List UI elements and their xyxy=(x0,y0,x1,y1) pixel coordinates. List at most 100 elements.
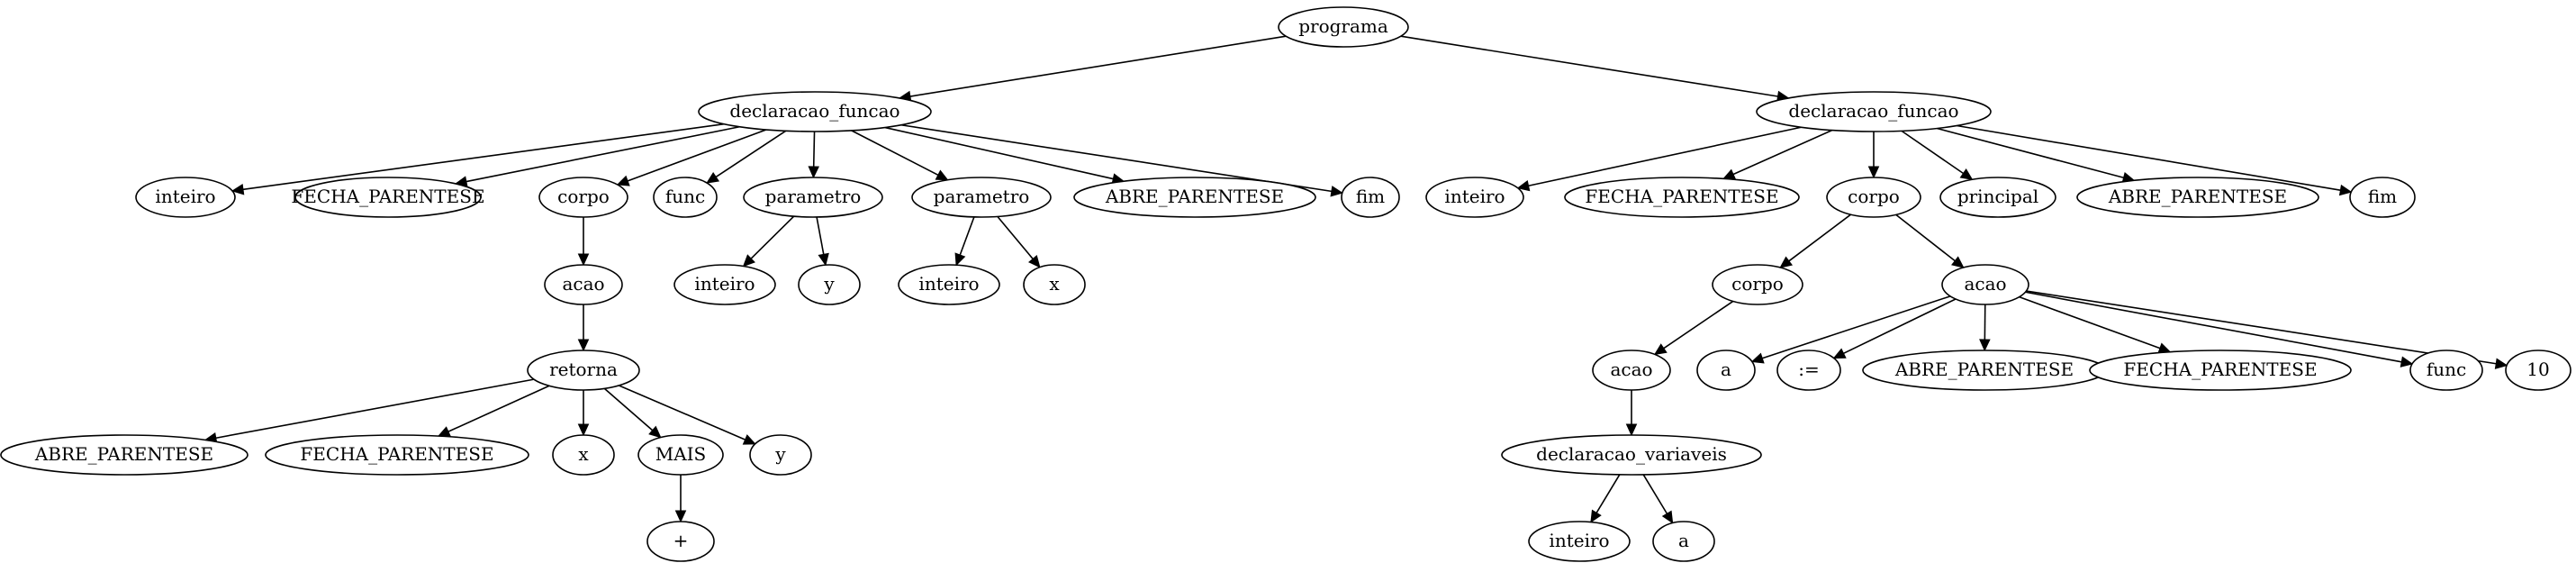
node-ellipse xyxy=(1023,264,1086,305)
edge xyxy=(884,126,1125,185)
edge xyxy=(577,217,590,267)
tree-node: retorna xyxy=(527,350,640,391)
arrowhead-icon xyxy=(1330,186,1343,197)
edge xyxy=(1653,300,1734,356)
arrowhead-icon xyxy=(1959,168,1974,180)
edge-line xyxy=(1936,127,2124,179)
node-ellipse xyxy=(1592,350,1671,391)
node-ellipse xyxy=(1652,521,1715,562)
node-label: acao xyxy=(562,273,604,295)
node-ellipse xyxy=(2349,177,2416,218)
node-label: MAIS xyxy=(655,443,707,465)
arrowhead-icon xyxy=(1722,168,1737,180)
tree-node: ABRE_PARENTESE xyxy=(1073,177,1316,218)
node-label: ABRE_PARENTESE xyxy=(1894,359,2074,380)
edge xyxy=(742,215,795,268)
node-ellipse xyxy=(265,434,529,476)
tree-node: corpo xyxy=(1826,177,1921,218)
edge xyxy=(1590,474,1621,523)
tree-node: declaracao_funcao xyxy=(1756,91,1992,132)
edge xyxy=(203,378,535,444)
edge-line xyxy=(627,129,767,182)
tree-node: func xyxy=(2409,350,2483,391)
node-ellipse xyxy=(544,264,623,305)
edge-line xyxy=(1761,295,1951,359)
edge-line xyxy=(997,215,1034,259)
tree-node: corpo xyxy=(1712,264,1803,305)
node-label: a xyxy=(1678,530,1689,551)
tree-node: x xyxy=(552,434,615,476)
edge xyxy=(2025,291,2414,368)
tree-node: y xyxy=(798,264,861,305)
arrowhead-icon xyxy=(1653,343,1668,356)
tree-node: acao xyxy=(1941,264,2029,305)
edge-line xyxy=(1595,474,1621,513)
tree-node: FECHA_PARENTESE xyxy=(2089,350,2352,391)
arrowhead-icon xyxy=(1779,256,1794,268)
edge xyxy=(1750,295,1951,364)
tree-node: inteiro xyxy=(1528,521,1631,562)
node-label: inteiro xyxy=(1549,530,1609,551)
tree-node: ABRE_PARENTESE xyxy=(2076,177,2319,218)
tree-node: declaracao_variaveis xyxy=(1501,434,1762,476)
arrowhead-icon xyxy=(1625,423,1638,437)
node-label: inteiro xyxy=(918,273,979,295)
edge-line xyxy=(1957,124,2341,191)
arrowhead-icon xyxy=(1590,509,1602,523)
edge-line xyxy=(215,378,535,440)
arrowhead-icon xyxy=(1750,352,1765,364)
node-ellipse xyxy=(1528,521,1631,562)
tree-node: acao xyxy=(1592,350,1671,391)
edge-line xyxy=(2025,291,2402,363)
node-label: corpo xyxy=(1731,273,1784,295)
edge-line xyxy=(242,123,725,191)
tree-node: y xyxy=(749,434,812,476)
node-ellipse xyxy=(2089,350,2352,391)
node-label: func xyxy=(2427,359,2466,380)
edge xyxy=(674,475,687,523)
node-label: fim xyxy=(1356,186,1385,207)
edge-line xyxy=(909,35,1287,97)
node-ellipse xyxy=(538,177,628,218)
node-label: FECHA_PARENTESE xyxy=(291,186,484,207)
node-label: func xyxy=(665,186,705,207)
tree-node: acao xyxy=(544,264,623,305)
tree-node: programa xyxy=(1278,6,1409,48)
edge-line xyxy=(447,385,550,432)
arrowhead-icon xyxy=(706,171,720,184)
edge xyxy=(898,35,1287,103)
tree-node: principal xyxy=(1939,177,2056,218)
arrowhead-icon xyxy=(2400,356,2414,368)
edge xyxy=(954,216,975,267)
edge xyxy=(603,387,662,439)
node-ellipse xyxy=(1712,264,1803,305)
tree-node: func xyxy=(653,177,718,218)
node-ellipse xyxy=(1696,350,1756,391)
edge-line xyxy=(2019,295,2161,350)
edge xyxy=(619,385,756,445)
tree-node: fim xyxy=(1341,177,1400,218)
node-ellipse xyxy=(135,177,236,218)
node-ellipse xyxy=(743,177,883,218)
tree-node: inteiro xyxy=(135,177,236,218)
node-label: parametro xyxy=(765,186,862,207)
node-ellipse xyxy=(1564,177,1800,218)
edge xyxy=(1400,35,1790,103)
edge xyxy=(1901,130,1974,180)
edge-line xyxy=(1895,213,1956,262)
arrowhead-icon xyxy=(230,184,245,195)
node-ellipse xyxy=(2409,350,2483,391)
edge xyxy=(1832,298,1957,359)
edge xyxy=(1642,474,1674,524)
node-label: acao xyxy=(1964,273,2006,295)
tree-node: inteiro xyxy=(1425,177,1524,218)
edge xyxy=(1779,213,1851,268)
node-ellipse xyxy=(1826,177,1921,218)
edge-line xyxy=(1732,129,1833,176)
node-ellipse xyxy=(1939,177,2056,218)
edge xyxy=(2019,295,2172,354)
tree-node: FECHA_PARENTESE xyxy=(265,434,529,476)
tree-node: := xyxy=(1776,350,1841,391)
